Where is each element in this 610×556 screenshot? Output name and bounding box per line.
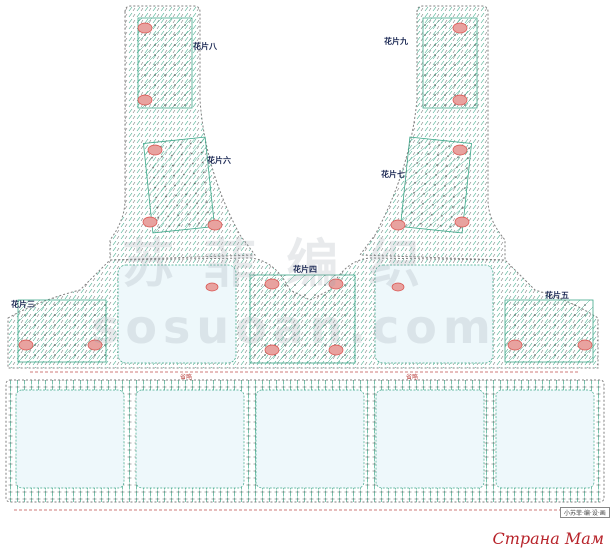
lower-panel-2 <box>135 389 245 489</box>
watermark-en: sosuoan.com <box>92 300 497 354</box>
watermark-cn: 苏 菲 编 织 <box>122 235 427 295</box>
motif-3-square <box>17 299 107 363</box>
site-logo: Страна Мам <box>492 529 604 548</box>
label-motif-8: 花片八 <box>193 42 217 51</box>
lower-panel-3 <box>255 389 365 489</box>
bodice-panel-left <box>117 264 237 364</box>
label-motif-6: 花片六 <box>207 156 231 165</box>
motif-7-square <box>400 136 472 234</box>
label-motif-4: 花片四 <box>293 265 317 274</box>
bodice-panel-right <box>374 264 494 364</box>
label-motif-5: 花片五 <box>545 291 569 300</box>
designer-signature: 小苏菲·编·设·画 <box>560 507 610 518</box>
motif-5-square <box>504 299 594 363</box>
label-motif-3: 花片三 <box>11 300 35 309</box>
annotation-band-left: 省略 <box>180 374 193 381</box>
lower-panel-4 <box>375 389 485 489</box>
label-motif-7: 花片七 <box>381 170 405 179</box>
label-motif-9: 花片九 <box>384 37 408 46</box>
motif-6-square <box>143 136 215 234</box>
annotation-band-right: 省略 <box>406 374 419 381</box>
motif-9-square <box>422 17 478 109</box>
petal-accents <box>18 22 593 356</box>
lower-panel-1 <box>15 389 125 489</box>
lower-panel-5 <box>495 389 595 489</box>
